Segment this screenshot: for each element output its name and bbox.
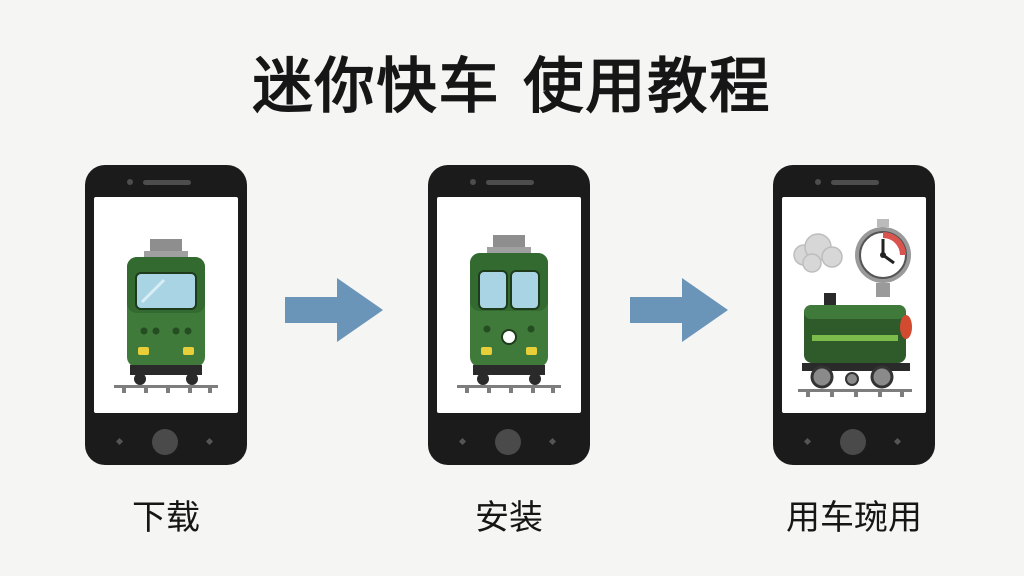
camera-icon bbox=[127, 179, 133, 185]
phone-screen bbox=[94, 197, 238, 413]
train-front-icon bbox=[114, 239, 218, 393]
phone-screen bbox=[782, 197, 926, 413]
home-button bbox=[840, 429, 866, 455]
arrow-right-icon bbox=[285, 278, 383, 342]
train-front-lit-icon bbox=[457, 235, 561, 393]
phone-step-use bbox=[773, 165, 935, 465]
step-label-download: 下载 bbox=[132, 498, 200, 538]
home-button bbox=[495, 429, 521, 455]
home-button bbox=[152, 429, 178, 455]
sparkle-icon bbox=[548, 437, 557, 446]
speaker-grille bbox=[486, 180, 534, 185]
phone-step-install bbox=[428, 165, 590, 465]
camera-icon bbox=[815, 179, 821, 185]
sparkle-icon bbox=[893, 437, 902, 446]
speaker-grille bbox=[143, 180, 191, 185]
sparkle-icon bbox=[205, 437, 214, 446]
arrow-right-icon bbox=[630, 278, 728, 342]
speaker-grille bbox=[831, 180, 879, 185]
sparkle-icon bbox=[803, 437, 812, 446]
steam-locomotive-clock-icon bbox=[793, 219, 912, 397]
phone-step-download bbox=[85, 165, 247, 465]
step-label-install: 安装 bbox=[475, 498, 543, 538]
sparkle-icon bbox=[115, 437, 124, 446]
page-title: 迷你快车 使用教程 bbox=[252, 52, 772, 122]
sparkle-icon bbox=[458, 437, 467, 446]
phone-screen bbox=[437, 197, 581, 413]
camera-icon bbox=[470, 179, 476, 185]
step-label-use: 用车琬用 bbox=[786, 498, 922, 538]
